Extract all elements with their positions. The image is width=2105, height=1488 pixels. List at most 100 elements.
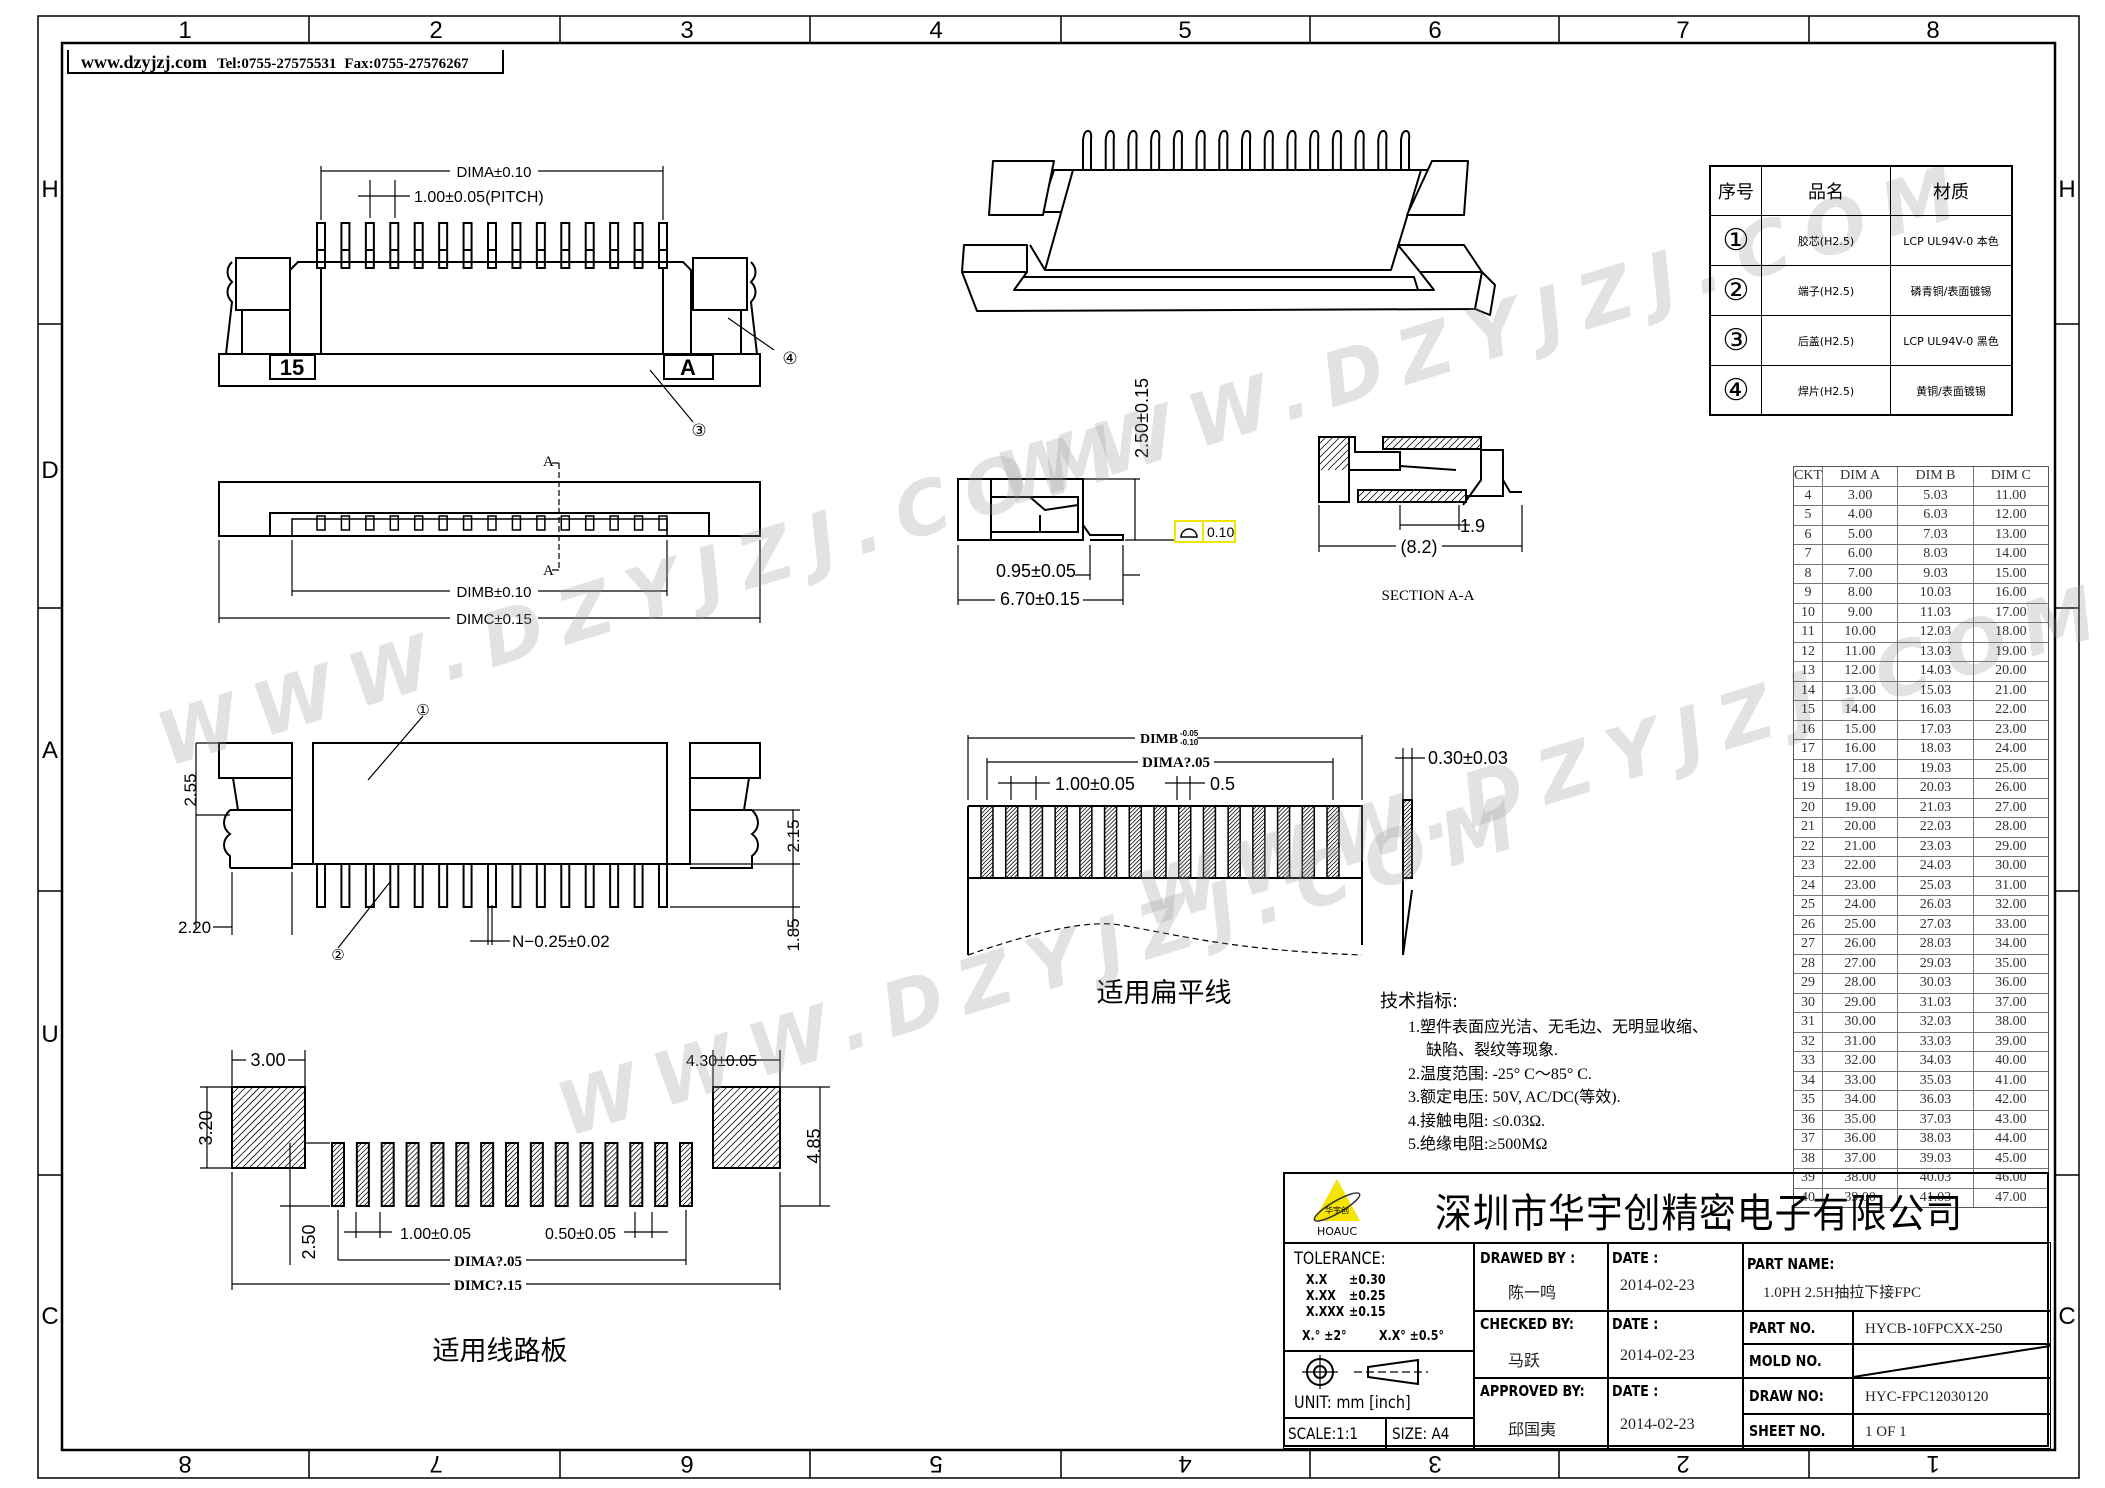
hatch-line	[736, 1124, 781, 1169]
hatch-line	[1087, 873, 1093, 879]
hatch-line	[1306, 869, 1315, 879]
hatch-line	[1079, 829, 1093, 843]
dim-a-cell: 16.00	[1823, 740, 1899, 759]
hatch-line	[1252, 805, 1258, 811]
hatch-line	[1384, 436, 1398, 450]
hatch-line	[555, 1165, 568, 1179]
hatch-line	[530, 1185, 544, 1199]
hatch-line	[1034, 869, 1043, 879]
pcb-pitch-label: 1.00±0.05	[400, 1226, 471, 1243]
hatch-line	[231, 1086, 282, 1137]
contact	[438, 515, 448, 531]
dim-b-cell: 37.03	[1898, 1110, 1974, 1129]
dim-a-cell: 23.00	[1823, 876, 1899, 895]
hatch-line	[712, 1086, 742, 1116]
terminal-pin	[609, 863, 620, 908]
hatch-line	[1252, 865, 1266, 879]
hatch-line	[1203, 805, 1212, 815]
hatch-line	[234, 1097, 306, 1169]
hatch-line	[1030, 857, 1043, 871]
hatch-line	[1178, 865, 1191, 879]
hatch-line	[1104, 857, 1117, 871]
hatch-line	[1429, 489, 1443, 503]
hatch-line	[1227, 829, 1241, 843]
hatch-line	[654, 1190, 668, 1204]
tech-spec-item: 1.塑件表面应光洁、无毛边、无明显收缩、	[1408, 1018, 1709, 1036]
hatch-line	[1447, 436, 1461, 450]
hatch-line	[1227, 857, 1241, 871]
terminal-pin	[316, 863, 326, 908]
hatch-line	[1203, 849, 1216, 863]
hatch-line	[1252, 809, 1266, 823]
dim-b-cell: 27.03	[1898, 915, 1974, 934]
dim-2-50: 2.50	[299, 1224, 319, 1259]
website-link[interactable]: www.dzyjzj.com	[81, 52, 207, 72]
hatch-line	[1178, 813, 1191, 827]
hatch-line	[1203, 861, 1216, 875]
hatch-line	[1326, 829, 1340, 843]
hatch-line	[988, 873, 994, 879]
hatch-line	[1426, 436, 1440, 450]
hatch-line	[1153, 833, 1167, 847]
hatch-line	[406, 1160, 419, 1174]
hatch-line	[1161, 873, 1167, 879]
hatch-line	[408, 1195, 419, 1207]
terminal-pin	[1127, 130, 1138, 172]
terminal-pin	[413, 863, 424, 908]
terminal-pin	[1377, 130, 1388, 172]
hatch-line	[456, 1155, 469, 1169]
ffc-conductor	[1301, 805, 1316, 879]
hatch-line	[980, 861, 994, 875]
checked-by-value: 马跃	[1508, 1353, 1541, 1370]
contact	[511, 515, 522, 531]
terminal-pin	[1331, 130, 1343, 172]
hatch-line	[1277, 841, 1290, 855]
hatch-line	[456, 1165, 469, 1179]
terminal-pin	[1082, 130, 1093, 172]
hatch-line	[505, 1145, 519, 1159]
pcb-caption: 适用线路板	[433, 1336, 568, 1367]
hatch-line	[1030, 817, 1043, 831]
mold-no-value-cell	[1852, 1343, 2051, 1379]
hatch-line	[1005, 845, 1018, 859]
terminal-pin	[364, 863, 375, 908]
hatch-line	[1227, 809, 1241, 823]
hatch-line	[1252, 861, 1266, 875]
dim-b-cell: 14.03	[1898, 662, 1974, 681]
hatch-line	[1231, 869, 1241, 879]
callout-2: ②	[331, 946, 344, 964]
section-caption: SECTION A-A	[1382, 588, 1475, 604]
date-checked: 2014-02-23	[1620, 1347, 1695, 1364]
terminal-pin	[487, 863, 497, 908]
hatch-line	[1054, 853, 1068, 867]
hatch-line	[980, 853, 994, 867]
hatch-line	[1178, 857, 1191, 871]
hatch-line	[456, 1180, 469, 1194]
hatch-line	[1277, 805, 1290, 819]
hatch-line	[505, 1150, 519, 1164]
hatch-line	[1203, 837, 1216, 851]
hatch-line	[1433, 436, 1447, 450]
hatch-line	[381, 1170, 394, 1184]
hatch-line	[656, 1195, 668, 1207]
ckt-cell: 6	[1794, 525, 1823, 544]
dim-b-cell: 36.03	[1898, 1091, 1974, 1110]
dim-a-cell: 9.00	[1823, 603, 1899, 622]
dim-b-cell: 12.03	[1898, 623, 1974, 642]
dim-c-cell: 31.00	[1995, 877, 2027, 893]
pcb-pad	[480, 1142, 495, 1207]
scale-label: SCALE:1:1	[1288, 1424, 1359, 1443]
zone-number: 1	[178, 17, 191, 44]
terminal-pin	[658, 222, 668, 269]
hatch-line	[1320, 441, 1350, 471]
hatch-line	[1005, 865, 1018, 879]
hatch-line	[1281, 869, 1290, 879]
hatch-line	[1277, 837, 1290, 851]
dim-8-2: (8.2)	[1400, 537, 1437, 557]
hatch-line	[487, 1200, 494, 1207]
hatch-line	[1302, 849, 1315, 863]
zone-number: 2	[1676, 1450, 1689, 1477]
